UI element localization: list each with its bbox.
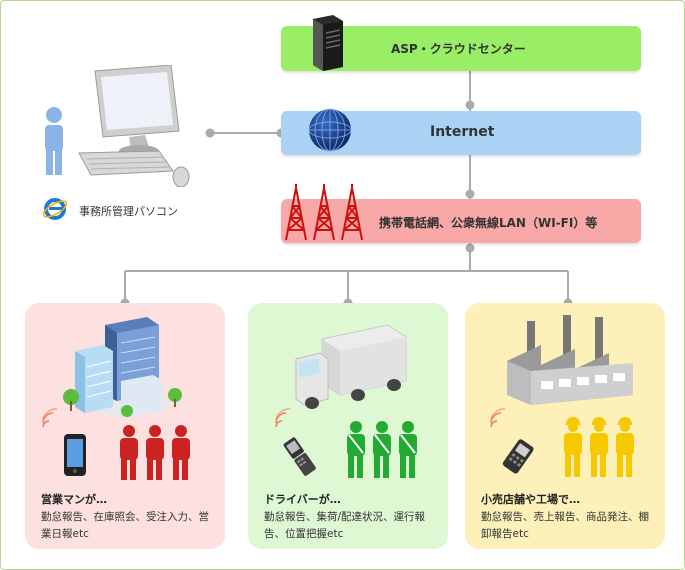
person-icon	[120, 425, 138, 480]
panel-sales: 営業マンが… 勤怠報告、在庫照会、受注入力、営業日報etc	[25, 303, 225, 549]
mobile-network-label: 携帯電話網、公衆無線LAN（WI-FI）等	[379, 216, 598, 230]
panel-sales-desc: 勤怠報告、在庫照会、受注入力、営業日報etc	[41, 511, 209, 540]
person-icon	[616, 417, 634, 477]
panel-sales-title: 営業マンが…	[41, 493, 107, 506]
smartphone-icon	[64, 434, 86, 476]
office-building-icon	[63, 317, 183, 419]
desktop-computer-icon	[78, 65, 190, 187]
panel-store-desc: 勤怠報告、売上報告、商品発注、棚卸報告etc	[481, 511, 649, 540]
panel-driver: ドライバーが… 勤怠報告、集荷/配達状況、運行報告、位置把握etc	[248, 303, 448, 549]
signal-waves-icon	[490, 408, 506, 428]
panel-store-title: 小売店舗や工場で…	[481, 493, 580, 506]
asp-cloud-label: ASP・クラウドセンター	[391, 42, 526, 56]
panel-driver-desc: 勤怠報告、集荷/配達状況、運行報告、位置把握etc	[264, 511, 426, 540]
flip-phone-icon	[283, 437, 316, 476]
person-icon	[564, 417, 582, 477]
truck-icon	[295, 325, 407, 409]
mobile-network-bar: 携帯電話網、公衆無線LAN（WI-FI）等	[281, 199, 641, 243]
internet-label: Internet	[430, 124, 495, 140]
globe-icon	[308, 108, 352, 152]
person-icon	[399, 421, 417, 478]
office-pc-illustration	[45, 65, 190, 187]
factory-icon	[507, 315, 633, 405]
person-icon	[146, 425, 164, 480]
handheld-terminal-icon	[502, 439, 534, 474]
people-group-staff	[564, 417, 634, 477]
signal-waves-icon	[42, 408, 58, 428]
ie-browser-icon	[43, 198, 67, 220]
person-icon	[347, 421, 365, 478]
person-icon	[373, 421, 391, 478]
server-icon	[313, 15, 343, 71]
person-icon	[590, 417, 608, 477]
person-icon	[45, 107, 63, 175]
panel-store-factory: 小売店舗や工場で… 勤怠報告、売上報告、商品発注、棚卸報告etc	[465, 303, 665, 549]
signal-waves-icon	[275, 408, 291, 428]
people-group-sales	[120, 425, 190, 480]
office-pc-label: 事務所管理パソコン	[79, 205, 178, 218]
antenna-tower-icon	[285, 184, 363, 241]
people-group-drivers	[347, 421, 417, 478]
person-icon	[172, 425, 190, 480]
panel-driver-title: ドライバーが…	[264, 493, 341, 506]
